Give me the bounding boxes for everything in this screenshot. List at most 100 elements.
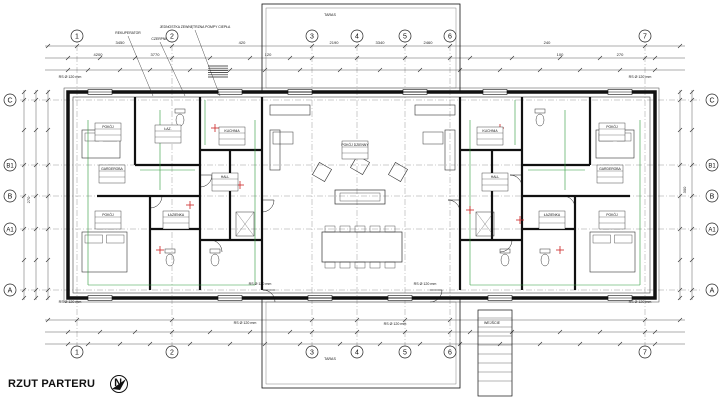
grid-bubble	[165, 29, 179, 43]
toilet	[540, 253, 550, 267]
room-label-box	[211, 172, 239, 192]
grid-bubble	[3, 222, 17, 236]
dimension-tick	[21, 226, 27, 232]
room-label-box	[162, 210, 190, 230]
dimension-value: 2190	[330, 40, 340, 45]
dimension-tick	[652, 67, 658, 73]
dimension-tick	[677, 257, 683, 263]
door-swing	[447, 199, 461, 213]
room-label-box	[476, 126, 504, 146]
dimension-tick	[447, 55, 453, 61]
dimension-tick	[117, 67, 123, 73]
grid-bubble	[398, 345, 412, 359]
bed	[81, 231, 128, 273]
dimension-tick	[287, 55, 293, 61]
dimension-tick	[207, 329, 213, 335]
grid-bubble-label: 6	[448, 350, 452, 357]
dimension-tick	[33, 295, 39, 301]
dimension-tick	[247, 329, 253, 335]
kitchen-island	[422, 131, 444, 145]
dimension-tick	[537, 341, 543, 347]
room-label: HALL	[491, 175, 500, 179]
grid-bubble-label: A1	[708, 228, 716, 234]
dimension-tick	[262, 67, 268, 73]
dimension-tick	[33, 89, 39, 95]
room-label: KUCHNIA	[224, 129, 240, 133]
room-label-box	[98, 164, 126, 184]
chair	[384, 225, 396, 233]
dimension-tick	[689, 257, 695, 263]
dimension-tick	[642, 43, 648, 49]
dimension-tick	[677, 287, 683, 293]
dimension-tick	[677, 127, 683, 133]
dimension-tick	[497, 341, 503, 347]
dimension-tick	[97, 55, 103, 61]
sofa	[334, 189, 386, 205]
terrace-bottom-inner	[265, 301, 457, 385]
grid-bubble-label: 7	[643, 34, 647, 41]
dimension-tick	[132, 329, 138, 335]
room-label-box	[341, 140, 369, 160]
dimension-tick	[45, 89, 51, 95]
grid-bubble-label: C	[7, 98, 12, 105]
dimension-tick	[21, 295, 27, 301]
dimension-tick	[689, 127, 695, 133]
dimension-tick	[147, 67, 153, 73]
dimension-value: 120	[265, 52, 272, 57]
dimension-value: 270	[26, 196, 31, 203]
dimension-tick	[677, 89, 683, 95]
room-label: POKÓJ	[606, 212, 618, 217]
room-label: POKÓJ DZIENNY	[341, 142, 369, 147]
dimension-tick	[132, 55, 138, 61]
chair	[339, 261, 351, 269]
dimension-tick	[642, 329, 648, 335]
sofa-cushion	[339, 192, 381, 202]
room-label-box	[94, 122, 122, 142]
grid-bubble-label: 4	[355, 350, 359, 357]
dimension-tick	[297, 341, 303, 347]
dimension-tick	[652, 341, 658, 347]
grid-bubble	[705, 158, 719, 172]
dimension-tick	[354, 317, 360, 323]
toilet	[165, 253, 175, 267]
dimension-tick	[677, 317, 683, 323]
room-label: POKÓJ	[102, 212, 114, 217]
dimension-tick	[689, 162, 695, 168]
dimension-tick	[652, 329, 658, 335]
dimension-tick	[65, 67, 71, 73]
dimension-tick	[247, 55, 253, 61]
dimension-tick	[45, 162, 51, 168]
grid-bubble	[443, 29, 457, 43]
toilet	[175, 113, 185, 127]
grid-bubble-label: 3	[310, 350, 314, 357]
shower-tray	[475, 211, 495, 237]
dimension-tick	[169, 329, 175, 335]
chair	[384, 261, 396, 269]
dimension-tick	[642, 55, 648, 61]
dining-table	[321, 231, 403, 263]
annotation: RS Ø 120 mm	[629, 300, 652, 304]
grid-bubble	[350, 345, 364, 359]
grid-bubble	[70, 29, 84, 43]
grid-bubble-label: 3	[310, 34, 314, 41]
dimension-tick	[207, 55, 213, 61]
dimension-value: 2460	[424, 40, 434, 45]
dimension-tick	[33, 257, 39, 263]
grid-bubble	[165, 345, 179, 359]
dimension-tick	[33, 97, 39, 103]
dimension-tick	[45, 43, 51, 49]
dimension-tick	[509, 55, 515, 61]
door-swing	[209, 239, 223, 253]
chair	[324, 261, 336, 269]
room-label: GARDEROBA	[599, 167, 621, 171]
north-arrow: N	[109, 374, 129, 394]
dimension-tick	[45, 97, 51, 103]
dimension-tick	[597, 329, 603, 335]
dimension-tick	[557, 329, 563, 335]
dimension-tick	[354, 329, 360, 335]
grid-bubble-label: A	[710, 288, 715, 295]
leader-line	[159, 41, 186, 97]
toilet-tank	[209, 248, 221, 254]
